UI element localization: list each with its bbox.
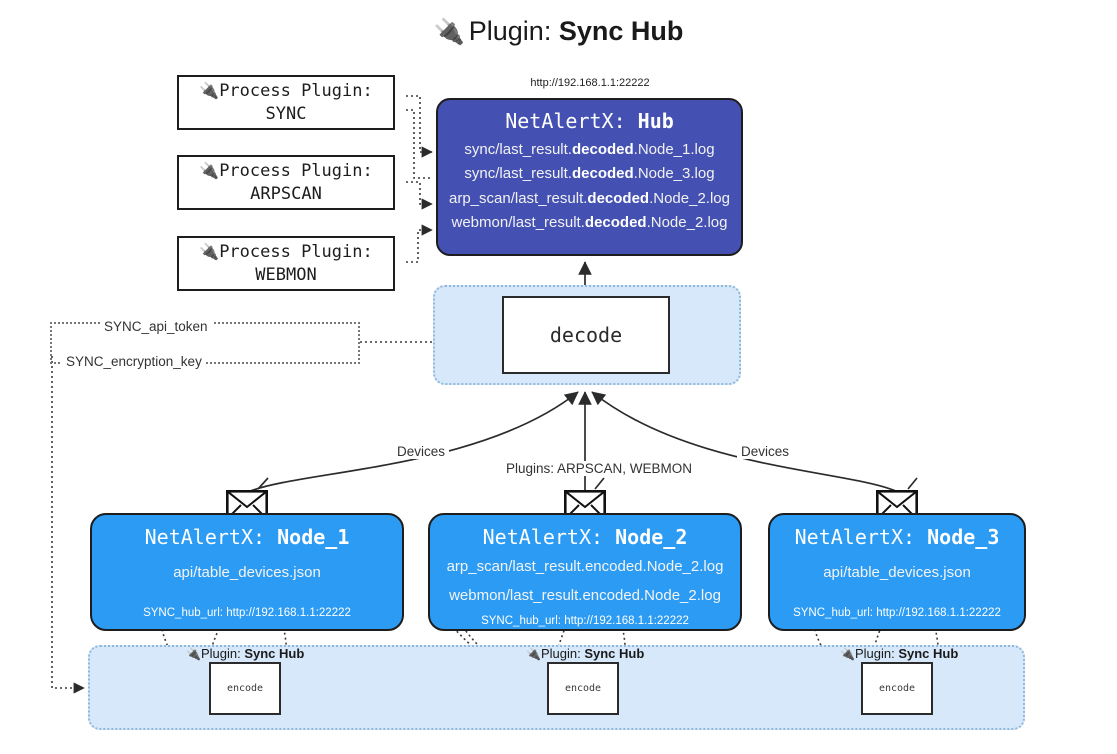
plug-icon: 🔌 — [199, 81, 220, 101]
node-2[interactable]: NetAlertX: Node_2 arp_scan/last_result.e… — [428, 513, 742, 631]
node-header-name: Node_2 — [615, 525, 688, 549]
encoder-label-3: 🔌Plugin: Sync Hub — [840, 646, 959, 661]
node-line: webmon/last_result.encoded.Node_2.log — [449, 587, 721, 605]
process-plugin-name: WEBMON — [255, 264, 317, 285]
plug-icon: 🔌 — [199, 242, 220, 262]
node-line: api/table_devices.json — [823, 564, 971, 581]
node-header-prefix: NetAlertX: — [482, 525, 604, 549]
node-hub-url: SYNC_hub_url: http://192.168.1.1:22222 — [143, 607, 351, 620]
node-header-prefix: NetAlertX: — [144, 525, 266, 549]
hub-header-prefix: NetAlertX: — [505, 109, 626, 133]
process-plugin-title: Process Plugin: — [219, 161, 373, 182]
node-3[interactable]: NetAlertX: Node_3 api/table_devices.json… — [768, 513, 1026, 631]
encode-box-2[interactable]: encode — [547, 662, 619, 715]
plug-icon: 🔌 — [199, 161, 220, 181]
decode-box[interactable]: decode — [502, 296, 670, 374]
process-plugin-arpscan[interactable]: 🔌Process Plugin: ARPSCAN — [177, 155, 395, 210]
process-plugin-title: Process Plugin: — [219, 81, 373, 102]
page-title: 🔌Plugin: Sync Hub — [0, 16, 1117, 47]
encode-box-1[interactable]: encode — [209, 662, 281, 715]
plug-icon: 🔌 — [433, 18, 465, 46]
edge-label-plugins: Plugins: ARPSCAN, WEBMON — [502, 461, 697, 476]
encoder-label-2: 🔌Plugin: Sync Hub — [526, 646, 645, 661]
node-line: api/table_devices.json — [173, 564, 321, 581]
title-prefix: Plugin: — [468, 16, 552, 46]
process-plugin-name: ARPSCAN — [250, 183, 322, 204]
node-hub-url: SYNC_hub_url: http://192.168.1.1:22222 — [481, 614, 689, 627]
encoder-label-1: 🔌Plugin: Sync Hub — [186, 646, 305, 661]
hub-url-label: http://192.168.1.1:22222 — [530, 77, 650, 89]
hub-node[interactable]: NetAlertX: Hub sync/last_result.decoded.… — [436, 98, 743, 256]
hub-header-name: Hub — [637, 109, 674, 133]
process-plugin-webmon[interactable]: 🔌Process Plugin: WEBMON — [177, 236, 395, 291]
process-plugin-sync[interactable]: 🔌Process Plugin: SYNC — [177, 75, 395, 130]
edge-label-devices-right: Devices — [737, 444, 794, 459]
plug-icon: 🔌 — [526, 647, 541, 661]
hub-log-row: webmon/last_result.decoded.Node_2.log — [451, 213, 728, 231]
node-hub-url: SYNC_hub_url: http://192.168.1.1:22222 — [793, 607, 1001, 620]
node-header-name: Node_3 — [927, 525, 1000, 549]
node-header-prefix: NetAlertX: — [794, 525, 916, 549]
encode-box-3[interactable]: encode — [861, 662, 933, 715]
process-plugin-title: Process Plugin: — [219, 242, 373, 263]
hub-log-row: sync/last_result.decoded.Node_3.log — [464, 165, 715, 183]
edge-label-devices-left: Devices — [393, 444, 450, 459]
node-1[interactable]: NetAlertX: Node_1 api/table_devices.json… — [90, 513, 404, 631]
edge-label-encryption-key: SYNC_encryption_key — [62, 354, 206, 369]
plug-icon: 🔌 — [186, 647, 201, 661]
title-name: Sync Hub — [558, 16, 684, 46]
hub-log-row: sync/last_result.decoded.Node_1.log — [464, 141, 715, 158]
process-plugin-name: SYNC — [265, 103, 307, 124]
node-header-name: Node_1 — [277, 525, 350, 549]
edge-label-api-token: SYNC_api_token — [100, 319, 212, 334]
hub-log-row: arp_scan/last_result.decoded.Node_2.log — [449, 189, 730, 207]
plug-icon: 🔌 — [840, 647, 855, 661]
node-line: arp_scan/last_result.encoded.Node_2.log — [446, 558, 724, 575]
